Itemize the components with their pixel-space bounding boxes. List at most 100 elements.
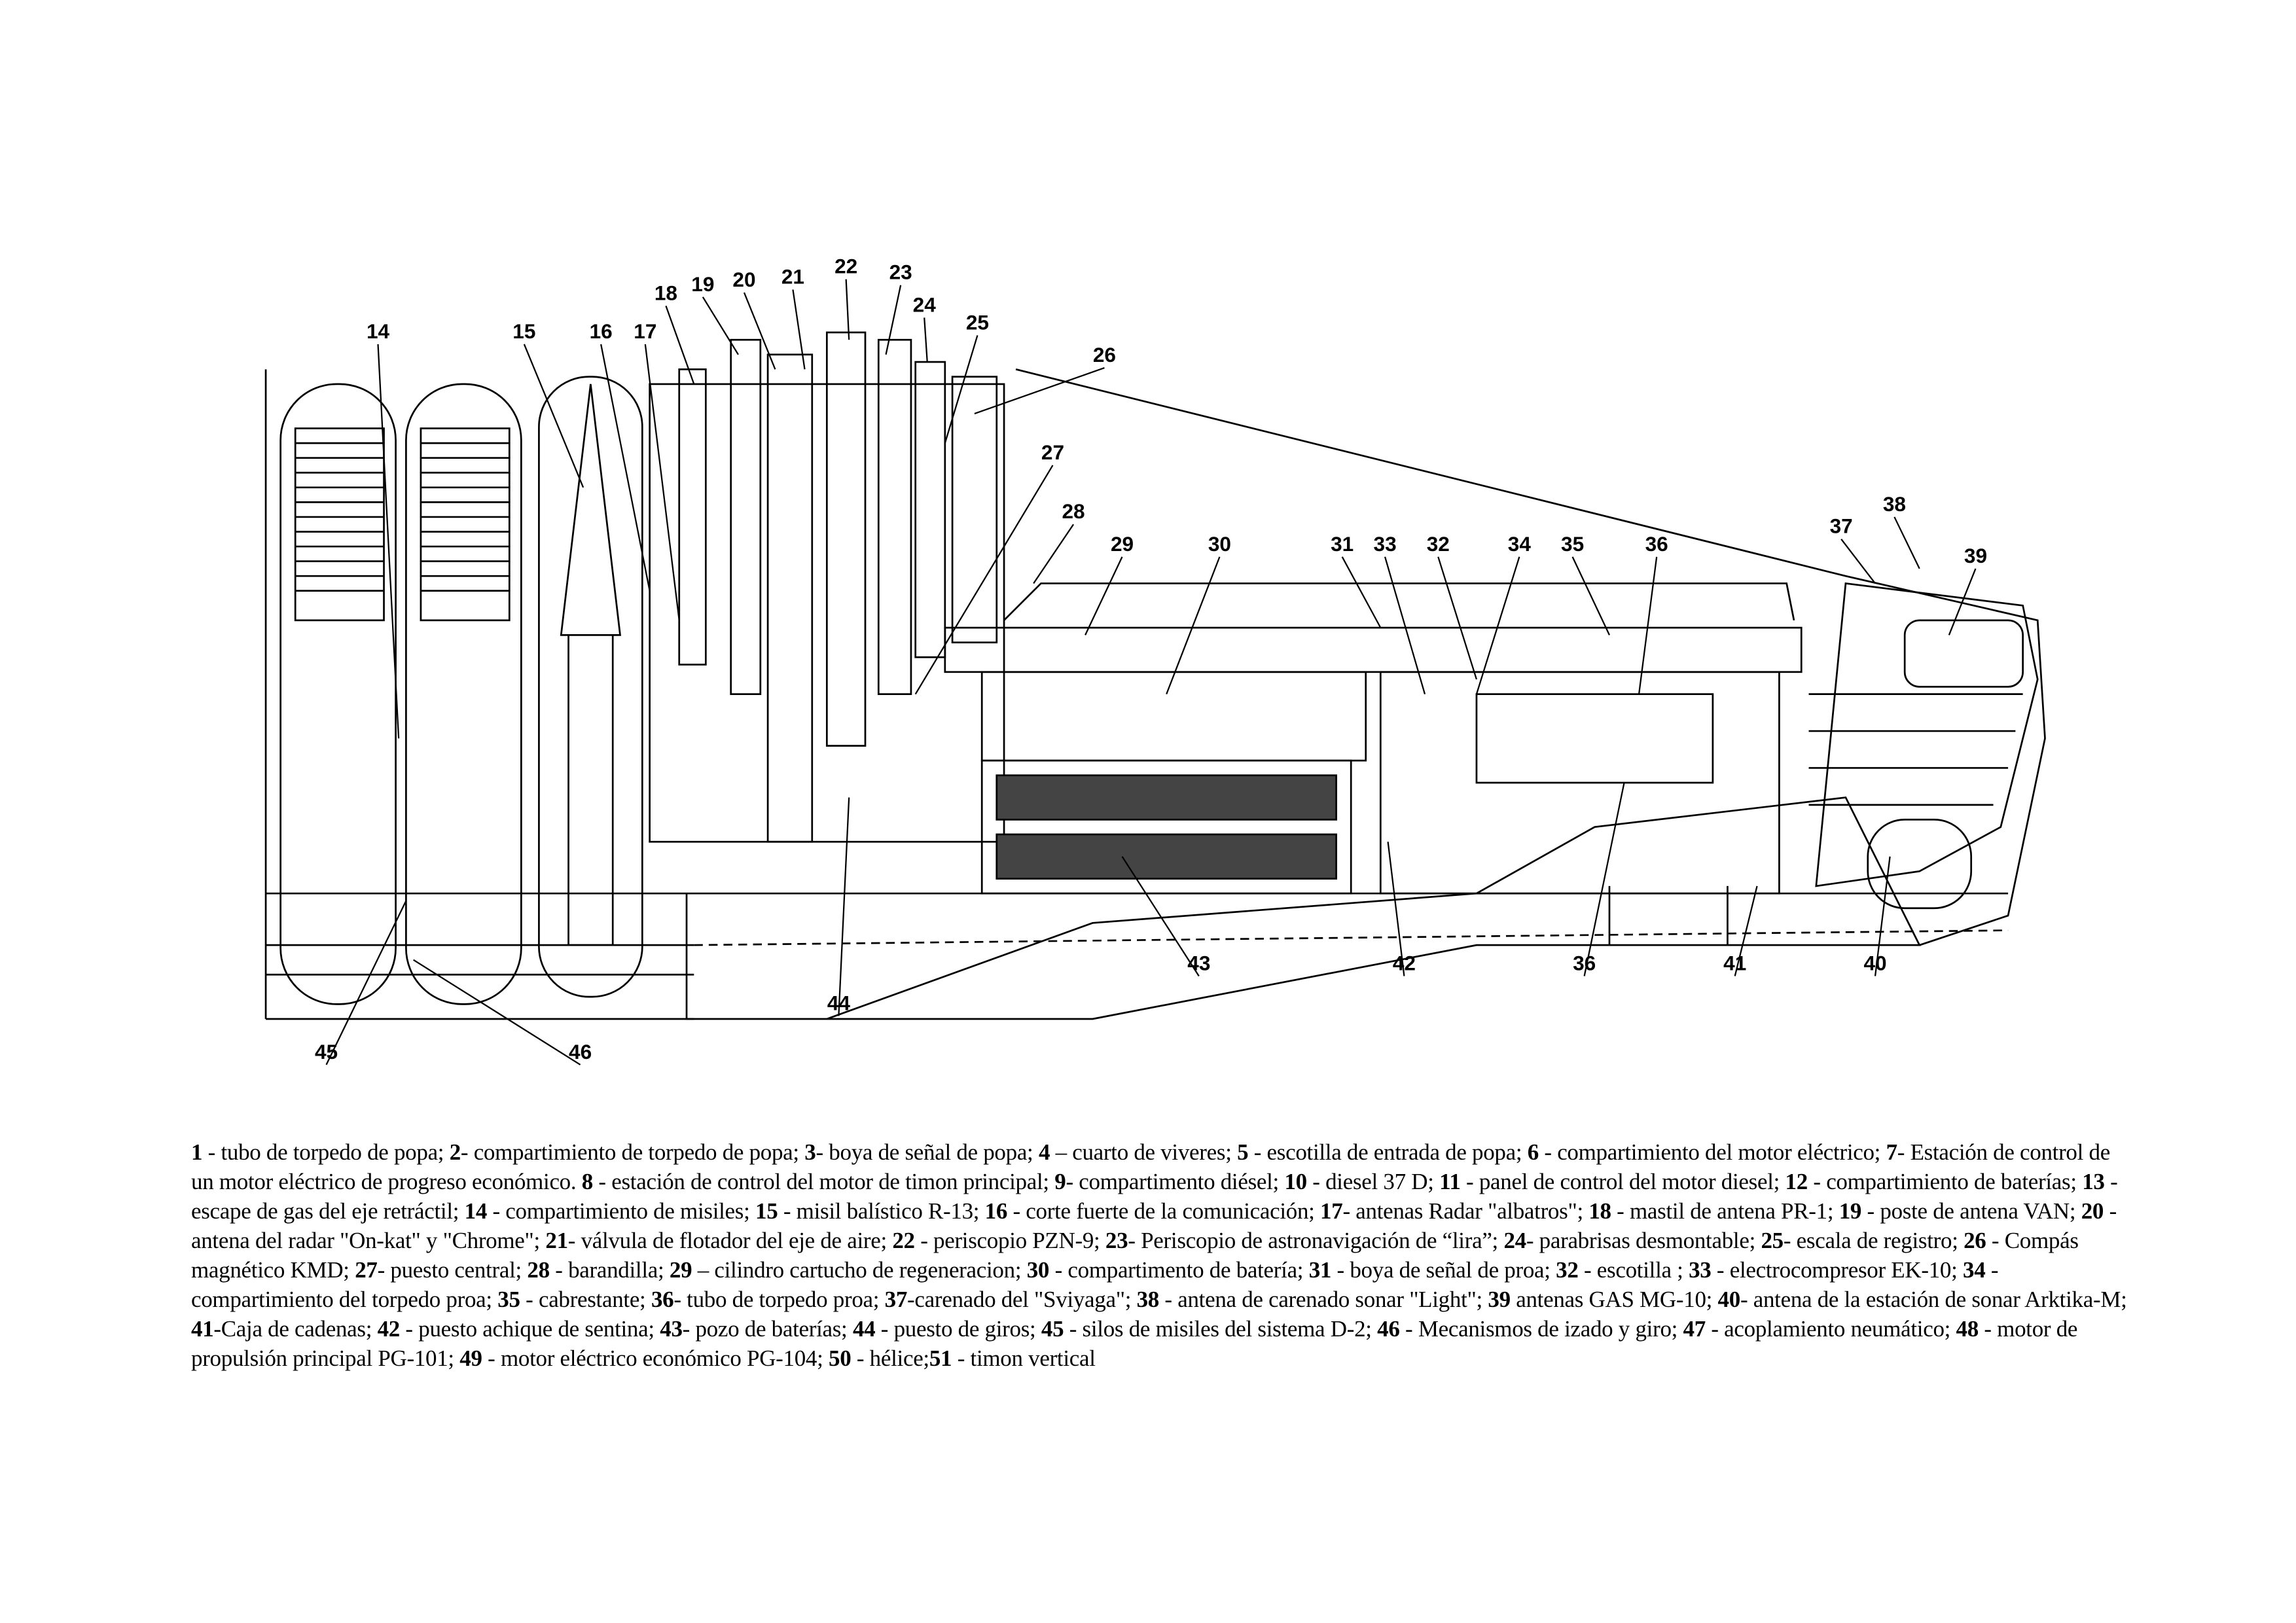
callout-leader-line — [944, 335, 978, 444]
legend-item-text: - diesel 37 D; — [1306, 1169, 1440, 1194]
legend-item-text: - compartimento diésel; — [1066, 1169, 1285, 1194]
legend-item-text: - antenas Radar "albatros"; — [1342, 1198, 1589, 1224]
legend-item-number: 39 — [1488, 1287, 1511, 1312]
legend-item-number: 25 — [1761, 1228, 1784, 1253]
callout-leader-line — [1840, 539, 1876, 584]
callout-number: 17 — [634, 319, 656, 343]
callout-leader-line — [1384, 556, 1426, 694]
callout-leader-line — [1948, 568, 1977, 635]
legend-item-text: - acoplamiento neumático; — [1705, 1316, 1956, 1342]
callout-leader-line — [1475, 556, 1520, 694]
callout-leader-line — [1121, 856, 1200, 977]
callout-number: 40 — [1863, 952, 1886, 975]
legend-item-text: - tubo de torpedo proa; — [673, 1287, 885, 1312]
callout-leader-line — [914, 465, 1054, 695]
callout-number: 24 — [913, 293, 937, 316]
callout-number: 18 — [655, 281, 677, 304]
legend-item-text: - motor eléctrico económico PG-104; — [482, 1346, 829, 1371]
legend-item-text: - periscopio PZN-9; — [914, 1228, 1105, 1253]
legend-item-number: 7 — [1886, 1139, 1898, 1165]
callout-number: 34 — [1508, 532, 1532, 556]
legend-item-number: 17 — [1320, 1198, 1343, 1224]
callout-leader-line — [702, 296, 739, 355]
callout-number: 44 — [827, 991, 851, 1014]
callout-leader-line — [644, 344, 680, 620]
missile-silos — [279, 376, 643, 1005]
legend-item-number: 1 — [191, 1139, 203, 1165]
legend-item-text: - puesto central; — [377, 1257, 528, 1283]
callout-leader-line — [1341, 556, 1382, 628]
legend-item-text: -carenado del "Sviyaga"; — [907, 1287, 1137, 1312]
hull-drawing — [264, 331, 2046, 1020]
callout-leader-line — [1571, 556, 1611, 635]
legend-item-text: - Periscopio de astronavigación de “lira… — [1128, 1228, 1504, 1253]
callout-number: 30 — [1208, 532, 1231, 556]
callout-number: 43 — [1187, 952, 1210, 975]
legend-item-number: 22 — [892, 1228, 915, 1253]
legend-item-text: - panel de control del motor diesel; — [1460, 1169, 1785, 1194]
legend-item-text: - compartimento de batería; — [1049, 1257, 1309, 1283]
legend-item-text: - escape de gas del eje retráctil; — [191, 1169, 2118, 1224]
legend-item-number: 24 — [1503, 1228, 1526, 1253]
callout-leader-line — [743, 292, 776, 370]
callout-leader-line — [523, 344, 584, 488]
legend-item-text: - Compás magnético KMD; — [191, 1228, 2079, 1283]
legend-item-text: - parabrisas desmontable; — [1526, 1228, 1761, 1253]
legend-item-number: 43 — [660, 1316, 683, 1342]
battery-compartment — [980, 759, 1352, 895]
callout-number: 27 — [1041, 440, 1064, 464]
legend-item-text: – cilindro cartucho de regeneracion; — [692, 1257, 1027, 1283]
legend-item-text: - válvula de flotador del eje de aire; — [567, 1228, 893, 1253]
callout-number: 23 — [889, 260, 912, 284]
legend-item-number: 31 — [1308, 1257, 1332, 1283]
legend-item-text: - compartimiento del motor eléctrico; — [1538, 1139, 1886, 1165]
legend-item-number: 42 — [377, 1316, 401, 1342]
legend-item-number: 36 — [651, 1287, 674, 1312]
callout-leader-line — [1874, 856, 1891, 976]
legend-item-text: - puesto achique de sentina; — [399, 1316, 660, 1342]
legend-item-text: - Estación de control de un motor eléctr… — [191, 1139, 2110, 1194]
callout-leader-line — [413, 959, 581, 1065]
callout-number: 35 — [1561, 532, 1584, 556]
legend-item-number: 35 — [497, 1287, 520, 1312]
legend-item-text: - antena de carenado sonar "Light"; — [1158, 1287, 1488, 1312]
legend-item-text: - puesto de giros; — [875, 1316, 1041, 1342]
callout-leader-line — [1085, 556, 1123, 635]
legend-item-number: 13 — [2082, 1169, 2105, 1194]
legend-item-number: 40 — [1717, 1287, 1741, 1312]
legend-item-number: 21 — [545, 1228, 568, 1253]
legend-item-number: 26 — [1964, 1228, 1986, 1253]
legend-item-number: 30 — [1026, 1257, 1050, 1283]
legend-item-number: 20 — [2081, 1198, 2104, 1224]
legend-item-number: 37 — [884, 1287, 908, 1312]
legend-item-text: - escotilla ; — [1578, 1257, 1689, 1283]
callout-leader-line — [377, 344, 400, 739]
legend-item-text: - Mecanismos de izado y giro; — [1399, 1316, 1683, 1342]
legend-item-number: 11 — [1439, 1169, 1461, 1194]
callout-number: 38 — [1883, 492, 1906, 516]
callout-number: 46 — [569, 1040, 592, 1063]
legend-item-number: 27 — [355, 1257, 378, 1283]
legend-item-number: 48 — [1956, 1316, 1979, 1342]
callout-number: 21 — [781, 264, 804, 288]
legend-item-text: - hélice; — [851, 1346, 929, 1371]
callout-number: 42 — [1393, 952, 1416, 975]
legend-item-text: - pozo de baterías; — [682, 1316, 853, 1342]
legend-item-text: - boya de señal de popa; — [816, 1139, 1039, 1165]
legend-item-number: 9 — [1054, 1169, 1066, 1194]
callout-leader-line — [974, 367, 1105, 415]
callout-number: 31 — [1331, 532, 1354, 556]
legend-item-text: - cabrestante; — [520, 1287, 651, 1312]
legend-item-number: 51 — [929, 1346, 952, 1371]
legend-item-number: 6 — [1527, 1139, 1539, 1165]
legend-item-number: 19 — [1839, 1198, 1862, 1224]
legend-item-number: 5 — [1237, 1139, 1249, 1165]
legend-item-text: - compartimiento del torpedo proa; — [191, 1257, 1999, 1312]
callout-number: 15 — [512, 319, 535, 343]
legend-item-text: - tubo de torpedo de popa; — [202, 1139, 450, 1165]
callout-number: 33 — [1374, 532, 1397, 556]
callout-number: 22 — [834, 255, 857, 278]
legend-item-number: 23 — [1105, 1228, 1128, 1253]
legend-item-text: - antena de la estación de sonar Arktika… — [1740, 1287, 2127, 1312]
